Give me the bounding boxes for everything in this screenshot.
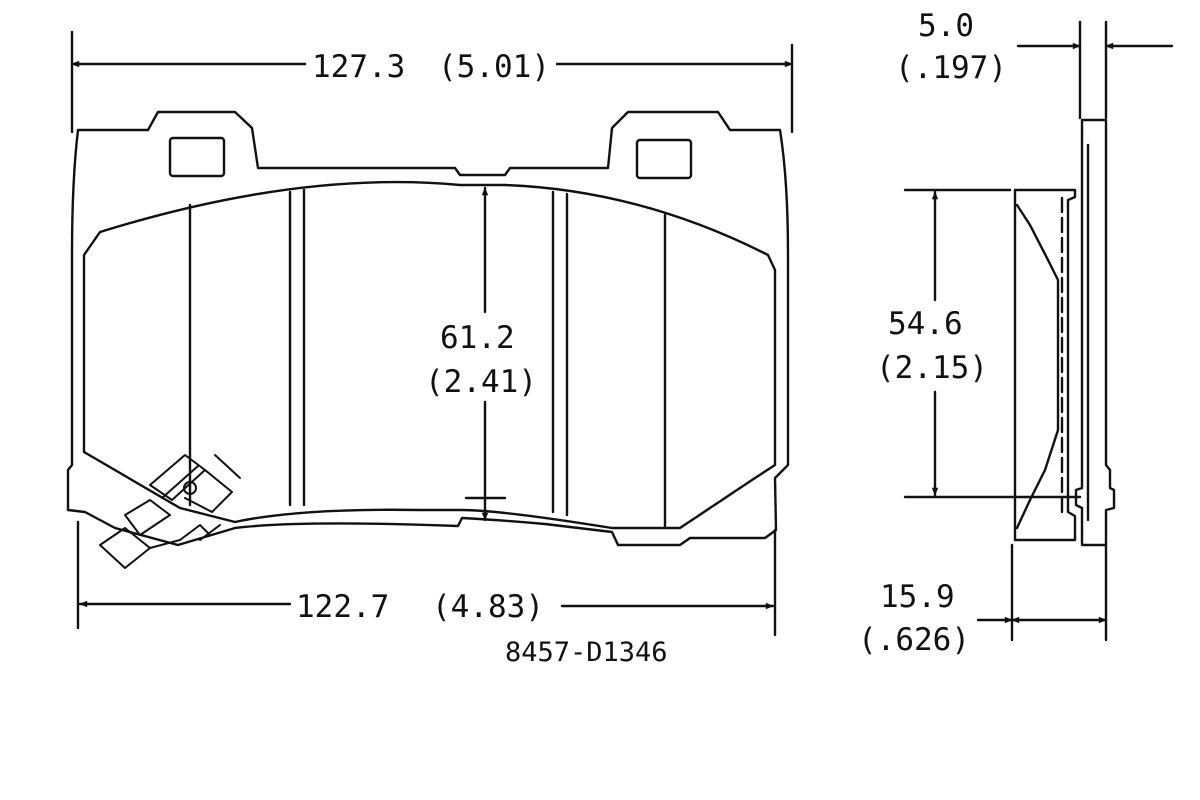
side-height-label: 54.6 xyxy=(888,306,963,342)
friction-width-inch-label: (4.83) xyxy=(432,589,544,625)
side-view xyxy=(903,20,1174,642)
front-height-label: 61.2 xyxy=(440,320,515,356)
overall-width-label: 127.3 xyxy=(312,49,405,85)
side-backing-plate xyxy=(1074,118,1116,547)
total-thickness-inch-label: (.626) xyxy=(858,622,970,658)
side-friction-block xyxy=(1013,188,1077,542)
wear-sensor-icon xyxy=(99,454,241,569)
backing-plate-outline xyxy=(66,110,790,547)
front-view xyxy=(66,30,794,637)
overall-width-inch-label: (5.01) xyxy=(438,49,550,85)
side-height-inch-label: (2.15) xyxy=(876,350,988,386)
friction-pad-outline xyxy=(82,180,777,530)
backing-thickness-inch-label: (.197) xyxy=(895,50,1007,86)
backing-thickness-label: 5.0 xyxy=(918,8,974,44)
part-number: 8457-D1346 xyxy=(505,637,668,668)
friction-width-label: 122.7 xyxy=(296,589,389,625)
front-height-inch-label: (2.41) xyxy=(425,364,537,400)
side-chamfer-line xyxy=(1015,203,1060,530)
mounting-slot-right xyxy=(635,138,693,180)
total-thickness-label: 15.9 xyxy=(880,579,955,615)
mounting-slot-left xyxy=(168,136,226,178)
